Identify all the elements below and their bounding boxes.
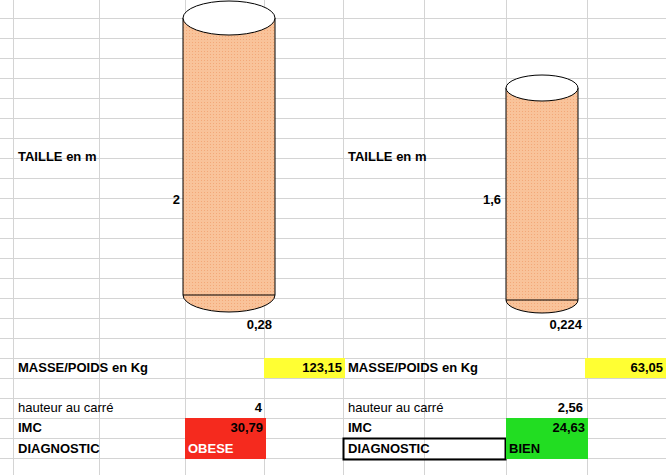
cell-text: 0,224 (510, 315, 582, 335)
cell-text: DIAGNOSTIC (348, 439, 498, 459)
cell-value: 63,05 (588, 358, 663, 378)
cell-text: TAILLE en m (348, 147, 498, 167)
cell-text: 4 (200, 398, 262, 418)
colored-cell: BIEN (506, 438, 588, 459)
cell-text: 1,6 (440, 190, 501, 210)
cell-value: OBESE (188, 438, 263, 459)
colored-cell: 123,15 (264, 358, 345, 378)
cylinder-right (506, 75, 578, 313)
cell-text: IMC (18, 418, 178, 438)
colored-cell: 24,63 (506, 418, 588, 438)
cell-value: 30,79 (188, 418, 263, 438)
colored-cell: OBESE (185, 438, 266, 459)
cell-text: DIAGNOSTIC (18, 439, 178, 459)
cell-text: MASSE/POIDS en Kg (18, 358, 183, 378)
cell-text: 0,28 (210, 315, 272, 335)
colored-cell: 30,79 (185, 418, 266, 438)
cell-text: MASSE/POIDS en Kg (348, 358, 503, 378)
cell-value: BIEN (509, 438, 585, 459)
cylinder-left (183, 1, 275, 312)
cell-value: 24,63 (509, 418, 585, 438)
selected-cell (344, 439, 506, 460)
cell-text: hauteur au carré (18, 398, 183, 418)
cell-text: 2,56 (520, 398, 583, 418)
cell-text: IMC (348, 418, 498, 438)
colored-cell: 63,05 (585, 358, 666, 378)
cell-text: TAILLE en m (18, 147, 178, 167)
cell-text: hauteur au carré (348, 398, 503, 418)
cell-value: 123,15 (267, 358, 342, 378)
cell-text: 2 (130, 190, 180, 210)
